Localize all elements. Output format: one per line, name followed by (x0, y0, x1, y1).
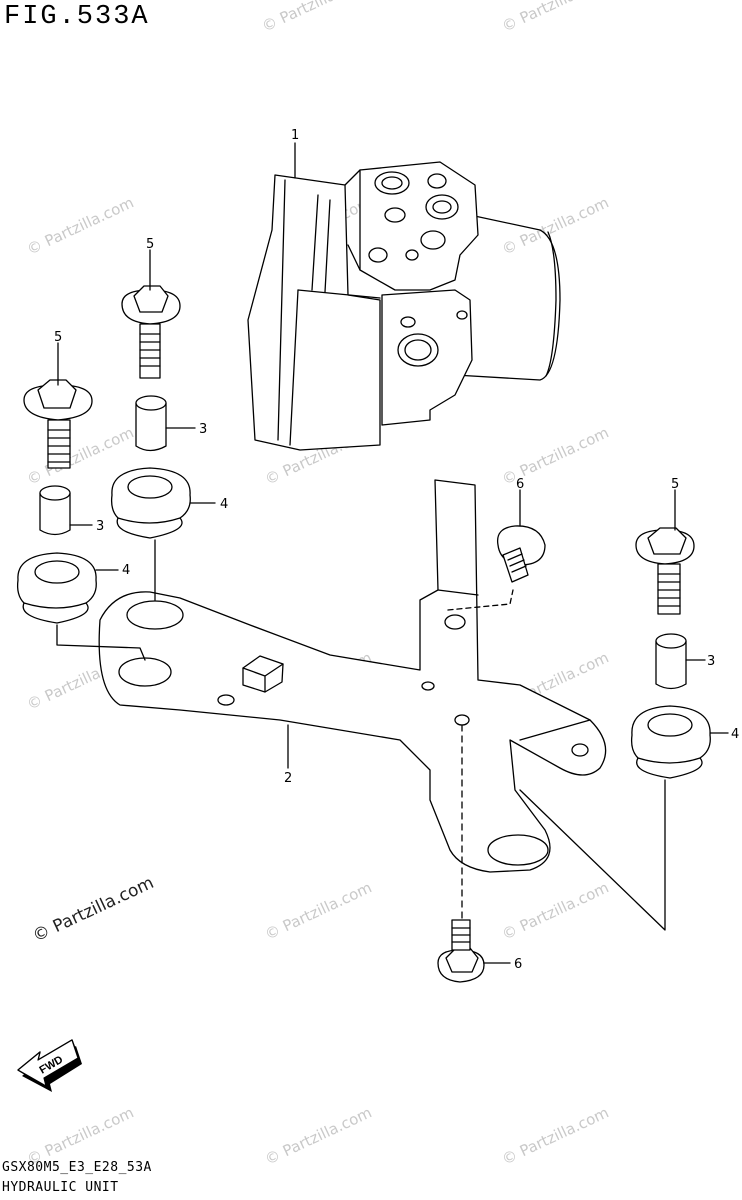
hydraulic-unit-part (247, 161, 561, 451)
watermark: © Partzilla.com (499, 0, 612, 36)
callout-number: 4 (122, 563, 130, 578)
bolt-6-lower (437, 919, 485, 983)
callout-number: 6 (514, 957, 522, 972)
grommet-4-left (16, 552, 97, 624)
watermark-layer: © Partzilla.com © Partzilla.com © Partzi… (24, 0, 612, 1169)
bolt-5-right (635, 527, 695, 615)
collar-3-left (39, 485, 71, 536)
callout-number: 1 (291, 128, 299, 143)
callout-number: 3 (199, 422, 207, 437)
grommet-4-right (630, 705, 711, 779)
bolt-5-upper-left (121, 285, 181, 379)
callout-number: 5 (146, 237, 154, 252)
callout-number: 3 (96, 519, 104, 534)
callout-number: 4 (731, 727, 739, 742)
watermark: © Partzilla.com (262, 878, 375, 943)
assembly-guide-lines (56, 539, 666, 931)
collar-3-right (655, 633, 687, 690)
callout-number: 5 (671, 477, 679, 492)
callout-number: 4 (220, 497, 228, 512)
callout-labels: 1 2 3 3 3 4 4 4 5 5 5 6 6 (54, 128, 739, 972)
section-name: HYDRAULIC UNIT (2, 1180, 119, 1195)
watermark: © Partzilla.com (24, 193, 137, 258)
callout-number: 6 (516, 477, 524, 492)
watermark: © Partzilla.com (24, 1103, 137, 1168)
watermark: © Partzilla.com (262, 1103, 375, 1168)
leader-lines (57, 142, 729, 964)
callout-number: 5 (54, 330, 62, 345)
model-code: GSX80M5_E3_E28_53A (2, 1160, 152, 1175)
fwd-arrow-icon: FWD (17, 1039, 82, 1092)
watermark: © Partzilla.com (259, 0, 372, 36)
callout-number: 2 (284, 771, 292, 786)
watermark-primary: © Partzilla.com (30, 873, 157, 947)
watermark: © Partzilla.com (499, 878, 612, 943)
callout-number: 3 (707, 654, 715, 669)
bolt-6-upper (496, 525, 546, 583)
watermark: © Partzilla.com (499, 193, 612, 258)
figure-title: FIG.533A (4, 2, 150, 32)
bolt-5-left (23, 379, 93, 469)
bracket-part (98, 479, 607, 873)
grommet-4-upper (110, 467, 191, 539)
watermark: © Partzilla.com (499, 1103, 612, 1168)
collar-3-upper (135, 395, 167, 452)
